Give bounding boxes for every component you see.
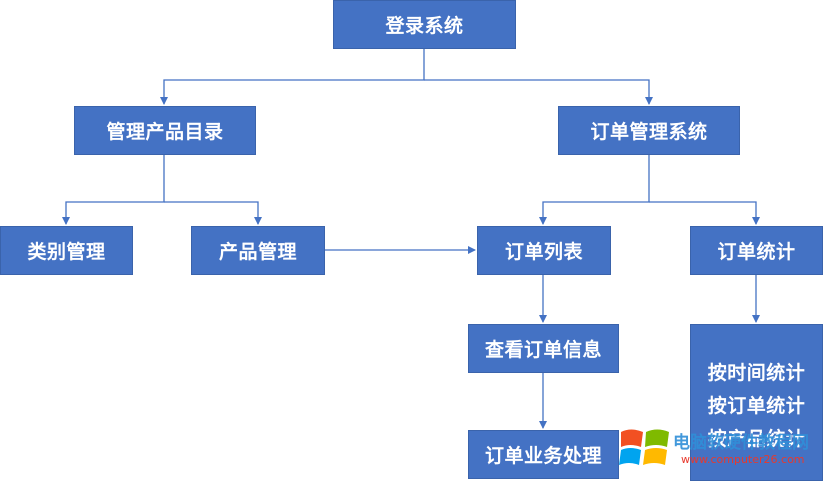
node-order-statistics: 订单统计: [690, 226, 823, 275]
connector-login-catalog: [160, 49, 425, 105]
stats-by-time: 按时间统计: [707, 362, 806, 384]
windows-logo-icon: [619, 429, 669, 465]
connector-catalog-category: [62, 155, 165, 225]
node-order-business-processing: 订单业务处理: [468, 430, 619, 479]
connector-login-ordersys: [424, 79, 653, 105]
node-order-list: 订单列表: [477, 226, 611, 275]
node-login-system: 登录系统: [333, 0, 516, 49]
node-view-order-info: 查看订单信息: [468, 324, 619, 373]
connector-ordersys-orderstat: [649, 201, 760, 225]
connector-ordersys-orderlist: [539, 155, 650, 225]
node-category-management: 类别管理: [0, 226, 133, 275]
connector-catalog-product: [164, 201, 262, 225]
node-product-management: 产品管理: [191, 226, 325, 275]
watermark-url: www.computer26.com: [681, 453, 805, 466]
watermark-site-name: 电脑软硬件教程网: [673, 433, 809, 453]
watermark: 电脑软硬件教程网 www.computer26.com: [619, 424, 823, 474]
node-order-management-system: 订单管理系统: [558, 106, 740, 155]
stats-by-order: 按订单统计: [707, 395, 806, 417]
node-manage-catalog: 管理产品目录: [74, 106, 256, 155]
stats-by-product: 按产品统计: [707, 428, 806, 450]
